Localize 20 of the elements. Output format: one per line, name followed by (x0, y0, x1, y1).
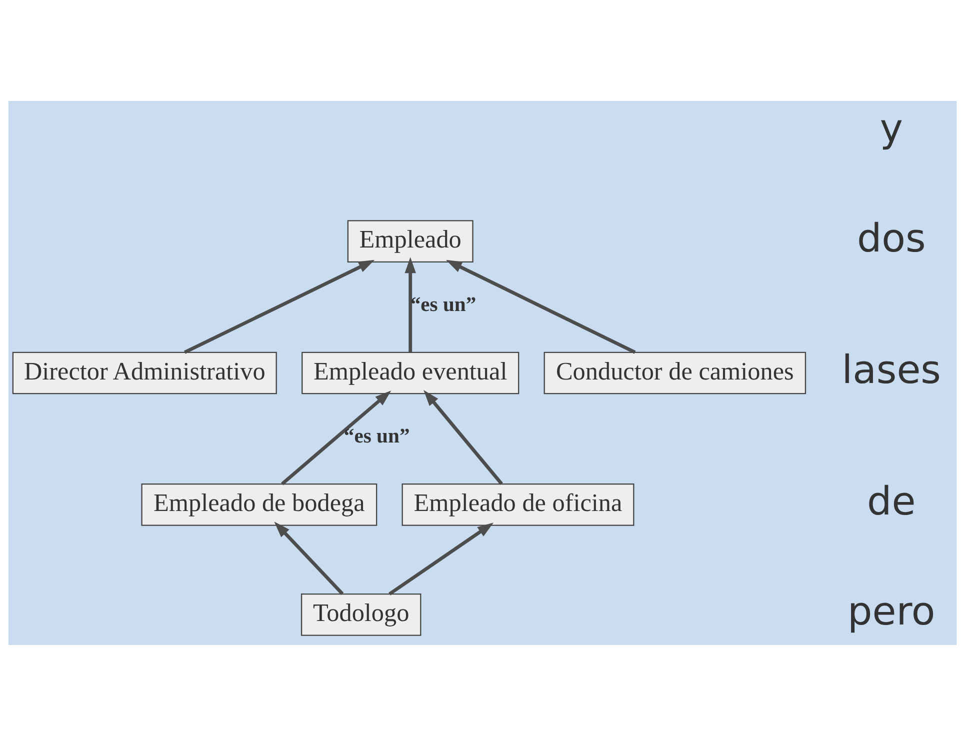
arrow (446, 259, 636, 354)
label: dos (856, 216, 926, 261)
edge-label: “es un” (344, 425, 410, 448)
label: pero (848, 589, 936, 634)
node-box: Empleado de bodega (141, 483, 378, 526)
arrow (388, 522, 494, 595)
arrow (424, 389, 503, 484)
arrow (184, 259, 375, 354)
node-box: Conductor de camiones (544, 351, 806, 394)
label: y (880, 106, 903, 151)
node-box: Director Administrativo (12, 351, 277, 394)
node-box: Todologo (300, 592, 422, 636)
node-box: Empleado eventual (302, 351, 520, 394)
arrow (274, 521, 344, 594)
label: de (867, 479, 916, 524)
arrow (404, 256, 416, 352)
arrow (281, 390, 392, 485)
node-box: Empleado (347, 220, 474, 262)
label: lases (842, 347, 941, 392)
node-box: Empleado de oficina (402, 483, 634, 526)
